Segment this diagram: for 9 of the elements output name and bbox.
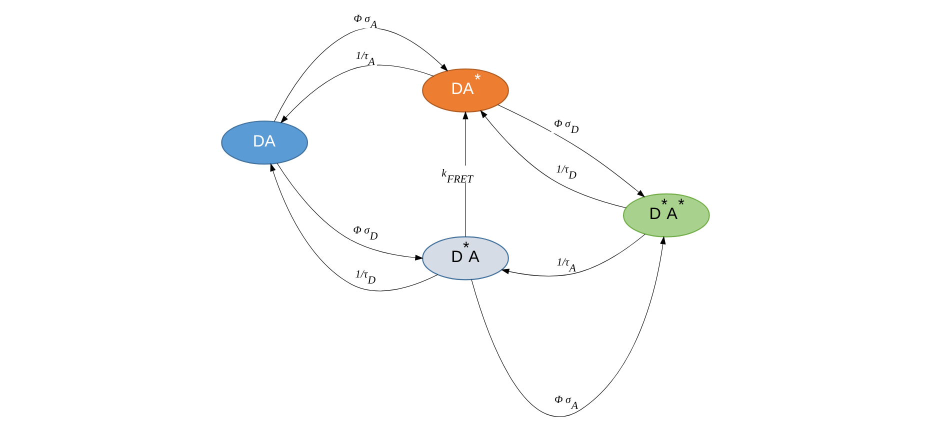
arrow bbox=[500, 233, 646, 276]
arrow bbox=[470, 236, 666, 416]
arrow bbox=[270, 162, 438, 291]
node-ellipse: DA bbox=[220, 120, 308, 164]
arrow bbox=[480, 110, 626, 208]
arrow bbox=[280, 64, 434, 123]
arrow bbox=[274, 28, 448, 122]
arrow bbox=[276, 162, 423, 260]
arrow bbox=[497, 104, 645, 197]
